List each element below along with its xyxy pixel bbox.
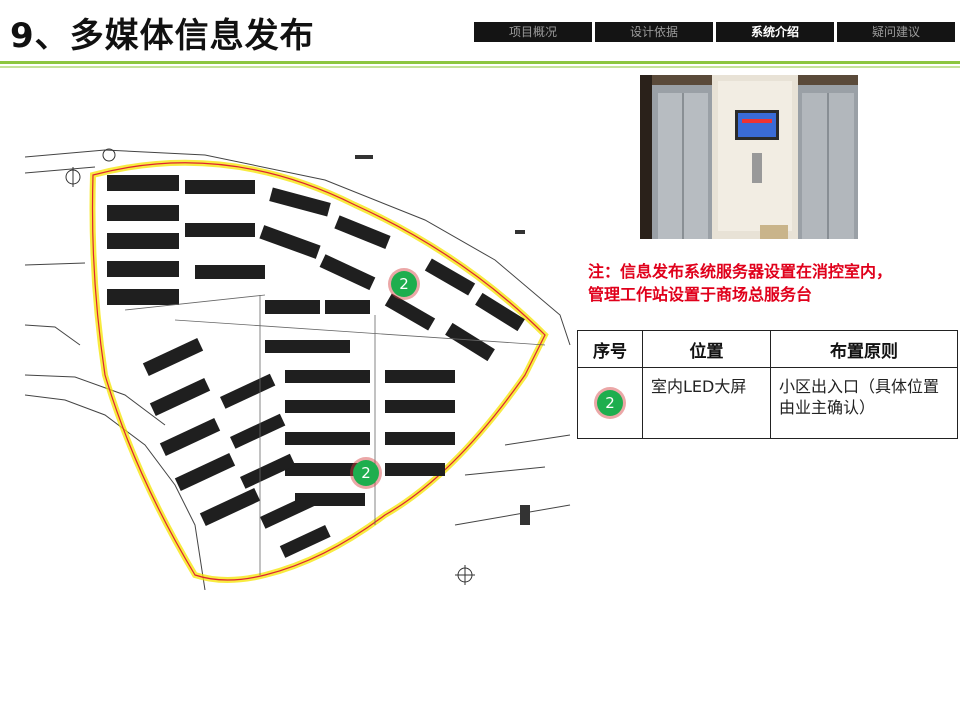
cell-principle: 小区出入口（具体位置由业主确认） [770, 367, 958, 439]
header-rule [0, 61, 960, 64]
map-marker-south[interactable]: 2 [353, 460, 379, 486]
tab-design-basis[interactable]: 设计依据 [595, 22, 713, 42]
site-plan [25, 148, 571, 590]
col-header-location: 位置 [642, 330, 771, 368]
marker-badge: 2 [597, 390, 623, 416]
tab-project-overview[interactable]: 项目概况 [474, 22, 592, 42]
tab-system-intro[interactable]: 系统介绍 [716, 22, 834, 42]
cell-location: 室内LED大屏 [642, 367, 771, 439]
marker-badge: 2 [353, 460, 379, 486]
table-header-row: 序号 位置 布置原则 [577, 330, 958, 368]
marker-badge: 2 [391, 271, 417, 297]
page-title: 9、多媒体信息发布 [10, 16, 315, 56]
note-line-1: 注：信息发布系统服务器设置在消控室内， [588, 262, 893, 281]
tab-questions[interactable]: 疑问建议 [837, 22, 955, 42]
header-rule-light [0, 66, 960, 68]
legend-table: 序号 位置 布置原则 2 室内LED大屏 小区出入口（具体位置由业主确认） [577, 330, 958, 439]
col-header-index: 序号 [577, 330, 643, 368]
elevator-lobby-photo [640, 75, 858, 239]
top-nav: 项目概况 设计依据 系统介绍 疑问建议 [474, 22, 955, 42]
note-line-2: 管理工作站设置于商场总服务台 [588, 285, 813, 304]
cell-marker: 2 [577, 367, 643, 439]
col-header-principle: 布置原则 [770, 330, 958, 368]
note-text: 注：信息发布系统服务器设置在消控室内， 管理工作站设置于商场总服务台 [588, 260, 948, 306]
table-row: 2 室内LED大屏 小区出入口（具体位置由业主确认） [577, 367, 958, 439]
map-marker-north[interactable]: 2 [391, 271, 417, 297]
